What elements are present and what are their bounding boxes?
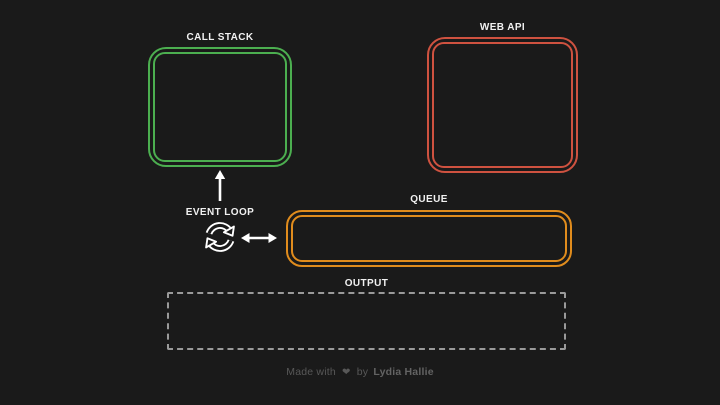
queue-label: QUEUE bbox=[410, 194, 448, 205]
heart-icon: ❤ bbox=[342, 367, 351, 378]
credit-made-with: Made with bbox=[286, 366, 336, 378]
credit-by: by bbox=[356, 366, 369, 378]
call-stack-label: CALL STACK bbox=[186, 32, 254, 43]
call-stack-box bbox=[148, 47, 292, 167]
arrow-up-icon bbox=[214, 170, 226, 201]
credit-line: Made with ❤ by Lydia Hallie bbox=[0, 366, 720, 378]
double-arrow-icon bbox=[241, 233, 277, 243]
output-box bbox=[167, 292, 566, 350]
web-api-box bbox=[427, 37, 578, 173]
call-stack-box-inner bbox=[153, 52, 287, 162]
cycle-icon bbox=[205, 222, 235, 252]
event-loop-label: EVENT LOOP bbox=[185, 207, 255, 218]
credit-author: Lydia Hallie bbox=[373, 366, 434, 378]
queue-box-inner bbox=[291, 215, 567, 262]
web-api-box-inner bbox=[432, 42, 573, 168]
output-label: OUTPUT bbox=[344, 278, 389, 289]
queue-box bbox=[286, 210, 572, 267]
web-api-label: WEB API bbox=[479, 22, 526, 33]
